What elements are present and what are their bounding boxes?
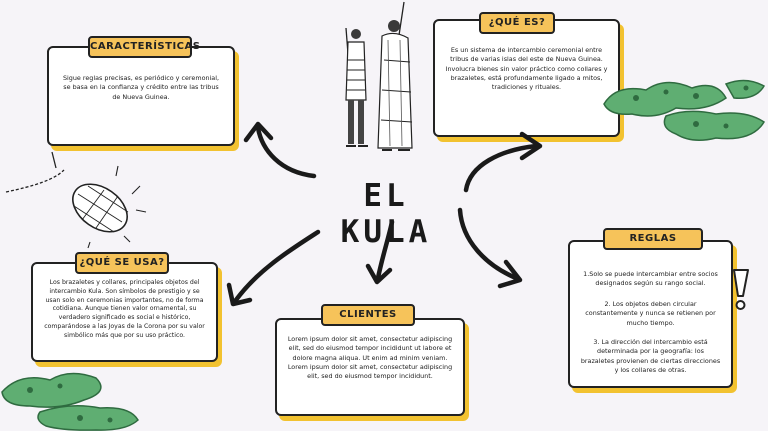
arrow-to-que-se-usa (233, 229, 321, 303)
reglas-card: 1.Solo se puede intercambiar entre socio… (568, 240, 733, 388)
reglas-rule-3: 3. La dirección del intercambio está det… (580, 338, 721, 374)
que-se-usa-card: Los brazaletes y collares, principales o… (31, 262, 218, 362)
arrow-to-clientes (375, 219, 395, 281)
caracteristicas-text: Sigue reglas precisas, es periódico y ce… (62, 74, 220, 101)
arrow-to-que-es-head (519, 131, 543, 161)
caracteristicas-card: Sigue reglas precisas, es periódico y ce… (47, 46, 235, 146)
arrow-to-que-se-usa-head (226, 282, 253, 307)
arrow-to-reglas-head (497, 259, 523, 289)
que-es-text: Es un sistema de intercambio ceremonial … (445, 46, 608, 92)
clientes-text: Lorem ipsum dolor sit amet, consectetur … (287, 335, 453, 381)
que-es-label: ¿QUÉ ES? (479, 12, 555, 34)
reglas-label: REGLAS (603, 228, 703, 250)
main-title: EL KULA (340, 178, 432, 250)
arrow-to-clientes-head (365, 263, 393, 285)
island-illustration-bottom-left (1, 372, 139, 431)
arrow-to-reglas (457, 207, 519, 281)
clientes-card: Lorem ipsum dolor sit amet, consectetur … (275, 318, 465, 416)
arrow-to-caracteristicas (255, 125, 317, 179)
arrow-to-que-es (463, 143, 539, 193)
island-illustration-top-right (603, 79, 766, 141)
caracteristicas-label: CARACTERÍSTICAS (88, 36, 200, 58)
exclamation-icon (733, 269, 749, 310)
que-se-usa-label: ¿QUÉ SE USA? (75, 252, 169, 274)
arrow-to-caracteristicas-head (243, 121, 274, 143)
necklace-illustration (5, 151, 147, 249)
que-se-usa-text: Los brazaletes y collares, principales o… (44, 279, 205, 339)
figures-illustration (345, 1, 413, 151)
reglas-rule-1: 1.Solo se puede intercambiar entre socio… (583, 270, 718, 288)
reglas-rule-2: 2. Los objetos deben circular constantem… (585, 300, 716, 327)
clientes-label: CLIENTES (321, 304, 415, 326)
